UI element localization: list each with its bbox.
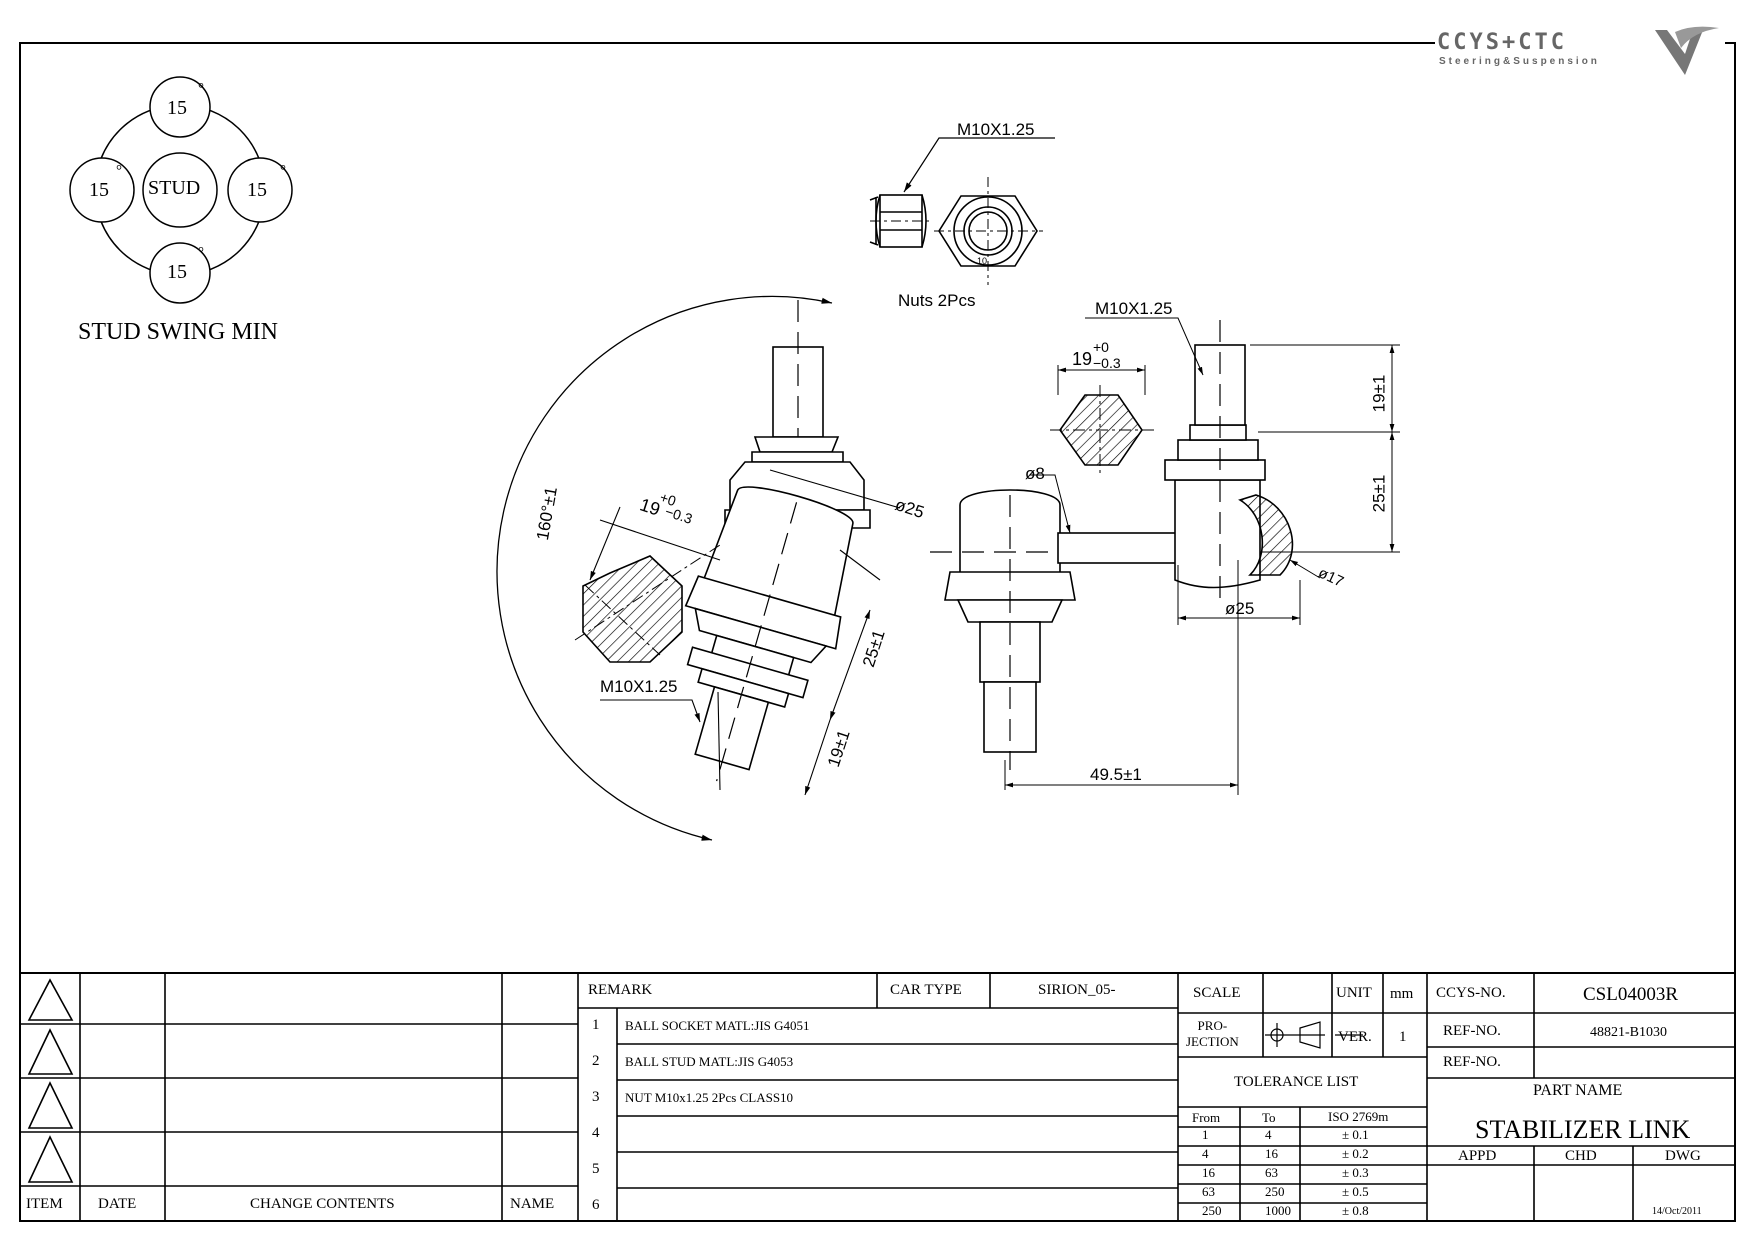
chd-label: CHD xyxy=(1565,1148,1597,1164)
remark-text: NUT M10x1.25 2Pcs CLASS10 xyxy=(625,1090,794,1105)
tolerance-title: TOLERANCE LIST xyxy=(1234,1074,1359,1090)
dwg-label: DWG xyxy=(1665,1148,1701,1164)
tolerance-to: 4 xyxy=(1265,1127,1272,1142)
company-logo: CCYS+CTC Steering&Suspension xyxy=(1435,20,1725,80)
dim-len25-right: 25±1 xyxy=(1369,474,1389,513)
swing-center-label: STUD xyxy=(148,177,201,199)
swing-degree-bottom: ° xyxy=(198,245,204,261)
remark-no: 3 xyxy=(592,1089,600,1105)
logo-tagline: Steering&Suspension xyxy=(1439,56,1600,67)
dim-hex-tol-dn-right: −0.3 xyxy=(1093,355,1121,371)
rev-header-item: ITEM xyxy=(26,1196,63,1212)
ccys-no-value: CSL04003R xyxy=(1583,984,1679,1005)
unit-value: mm xyxy=(1390,986,1414,1002)
tol-header-to: To xyxy=(1262,1110,1276,1125)
part-name-value: STABILIZER LINK xyxy=(1475,1115,1691,1144)
projection-label: PRO- JECTION xyxy=(1186,1018,1239,1049)
swing-angle-left: 15 xyxy=(89,179,109,201)
remark-no: 6 xyxy=(592,1197,600,1213)
dim-thread-right: M10X1.25 xyxy=(1095,299,1173,318)
dim-offset: 49.5±1 xyxy=(1090,765,1142,784)
nut-caption: Nuts 2Pcs xyxy=(898,291,976,310)
angled-stud-assembly xyxy=(496,295,901,841)
ref-no2-label: REF-NO. xyxy=(1443,1054,1501,1070)
tolerance-from: 1 xyxy=(1202,1127,1209,1142)
link-assembly xyxy=(930,317,1400,795)
dim-dia25-right: ø25 xyxy=(1225,599,1255,618)
unit-label: UNIT xyxy=(1336,985,1372,1001)
title-block-grid xyxy=(19,972,1736,1222)
tolerance-to: 250 xyxy=(1265,1184,1285,1199)
logo-mark-icon xyxy=(1655,26,1719,75)
swing-angle-top: 15 xyxy=(167,97,187,119)
swing-angle-right: 15 xyxy=(247,179,267,201)
dim-hex-tol-up-right: +0 xyxy=(1093,339,1109,355)
tolerance-from: 63 xyxy=(1202,1184,1215,1199)
car-type-label: CAR TYPE xyxy=(890,982,962,998)
remark-text: BALL STUD MATL:JIS G4053 xyxy=(625,1054,794,1069)
tolerance-tol: ± 0.3 xyxy=(1342,1165,1369,1180)
part-name-label: PART NAME xyxy=(1533,1082,1623,1099)
tol-header-iso: ISO 2769m xyxy=(1328,1109,1389,1124)
tolerance-tol: ± 0.1 xyxy=(1342,1127,1369,1142)
drawing-date: 14/Oct/2011 xyxy=(1652,1206,1702,1217)
nut-size-label: 10 xyxy=(977,256,988,266)
swing-degree-left: ° xyxy=(116,163,122,179)
swing-degree-right: ° xyxy=(280,163,286,179)
rev-header-name: NAME xyxy=(510,1196,555,1212)
logo-brand: CCYS+CTC xyxy=(1437,30,1567,55)
ref-no-value: 48821-B1030 xyxy=(1590,1025,1667,1040)
remark-no: 4 xyxy=(592,1125,600,1141)
tolerance-tol: ± 0.2 xyxy=(1342,1146,1369,1161)
tol-header-from: From xyxy=(1192,1110,1221,1125)
drawing-frame xyxy=(19,42,1736,1222)
tolerance-from: 16 xyxy=(1202,1165,1215,1180)
remark-no: 1 xyxy=(592,1017,600,1033)
rev-header-date: DATE xyxy=(98,1196,137,1212)
tolerance-to: 1000 xyxy=(1265,1203,1291,1218)
swing-angle-bottom: 15 xyxy=(167,261,187,283)
ccys-no-label: CCYS-NO. xyxy=(1436,985,1506,1001)
swing-caption: STUD SWING MIN xyxy=(78,319,278,345)
nut-views xyxy=(869,137,1055,285)
tolerance-from: 4 xyxy=(1202,1146,1209,1161)
tolerance-from: 250 xyxy=(1202,1203,1222,1218)
tolerance-tol: ± 0.5 xyxy=(1342,1184,1369,1199)
appd-label: APPD xyxy=(1458,1148,1497,1164)
nut-thread-label: M10X1.25 xyxy=(957,120,1035,139)
tolerance-to: 63 xyxy=(1265,1165,1278,1180)
swing-degree-top: ° xyxy=(198,81,204,97)
dim-dia8: ø8 xyxy=(1025,464,1045,483)
remark-header: REMARK xyxy=(588,982,653,998)
dim-thread-left: M10X1.25 xyxy=(600,677,678,696)
remark-no: 2 xyxy=(592,1053,600,1069)
rev-header-change: CHANGE CONTENTS xyxy=(250,1196,395,1212)
tolerance-to: 16 xyxy=(1265,1146,1278,1161)
tolerance-tol: ± 0.8 xyxy=(1342,1203,1369,1218)
ver-label: VER. xyxy=(1338,1029,1372,1045)
dim-len19-right: 19±1 xyxy=(1369,374,1389,413)
car-type-value: SIRION_05- xyxy=(1038,982,1116,998)
ref-no-label: REF-NO. xyxy=(1443,1023,1501,1039)
ver-value: 1 xyxy=(1399,1029,1407,1045)
dim-hex-right: 19 xyxy=(1072,349,1093,369)
remark-no: 5 xyxy=(592,1161,600,1177)
scale-label: SCALE xyxy=(1193,985,1241,1001)
remark-text: BALL SOCKET MATL:JIS G4051 xyxy=(625,1018,810,1033)
stud-swing-diagram xyxy=(69,76,293,304)
